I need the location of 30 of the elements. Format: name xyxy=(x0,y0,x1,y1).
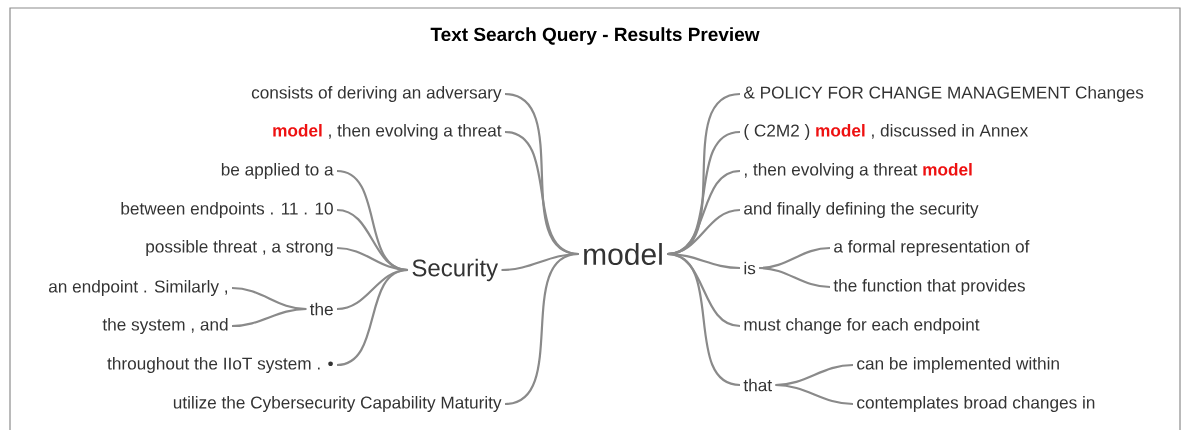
root-word: model xyxy=(584,243,662,265)
branch-line xyxy=(504,252,579,406)
tree-word: the function that provides xyxy=(833,279,1025,296)
branch-word: Security xyxy=(412,258,499,282)
tree-word: , then evolving a threat model xyxy=(744,163,972,180)
branch-line xyxy=(231,307,307,328)
branch-line xyxy=(667,252,741,387)
tree-word: that xyxy=(743,378,772,392)
tree-word: consists of deriving an adversary xyxy=(251,86,502,103)
tree-word: can be implemented within xyxy=(857,357,1059,374)
tree-word: possible threat , a strong xyxy=(146,240,333,257)
tree-word: ( C2M2 ) model , discussed in Annex xyxy=(744,124,1029,140)
tree-word: & POLICY FOR CHANGE MANAGEMENT Changes xyxy=(744,86,1144,103)
title: Text Search Query - Results Preview xyxy=(430,27,760,45)
tree-word: a formal representation of xyxy=(834,240,1030,257)
tree-word: an endpoint . Similarly , xyxy=(48,280,227,297)
tree-word: utilize the Cybersecurity Capability Maturity xyxy=(173,396,502,413)
tree-word: be applied to a xyxy=(221,163,334,180)
tree-word: model , then evolving a threat xyxy=(273,124,502,141)
tree-word: throughout the IIoT system . • xyxy=(107,357,333,374)
branch-line xyxy=(759,266,831,289)
tree-word: the system , and xyxy=(102,318,228,335)
tree-word: contemplates broad changes in xyxy=(857,396,1095,413)
branch-line xyxy=(775,383,854,406)
tree-word: is xyxy=(744,261,756,275)
branch-line xyxy=(336,268,409,367)
tree-word: and finally defining the security xyxy=(744,202,979,219)
tree-word: must change for each endpoint xyxy=(744,318,980,335)
tree-word: the xyxy=(309,302,333,316)
tree-word: between endpoints . 11 . 10 xyxy=(121,202,333,219)
